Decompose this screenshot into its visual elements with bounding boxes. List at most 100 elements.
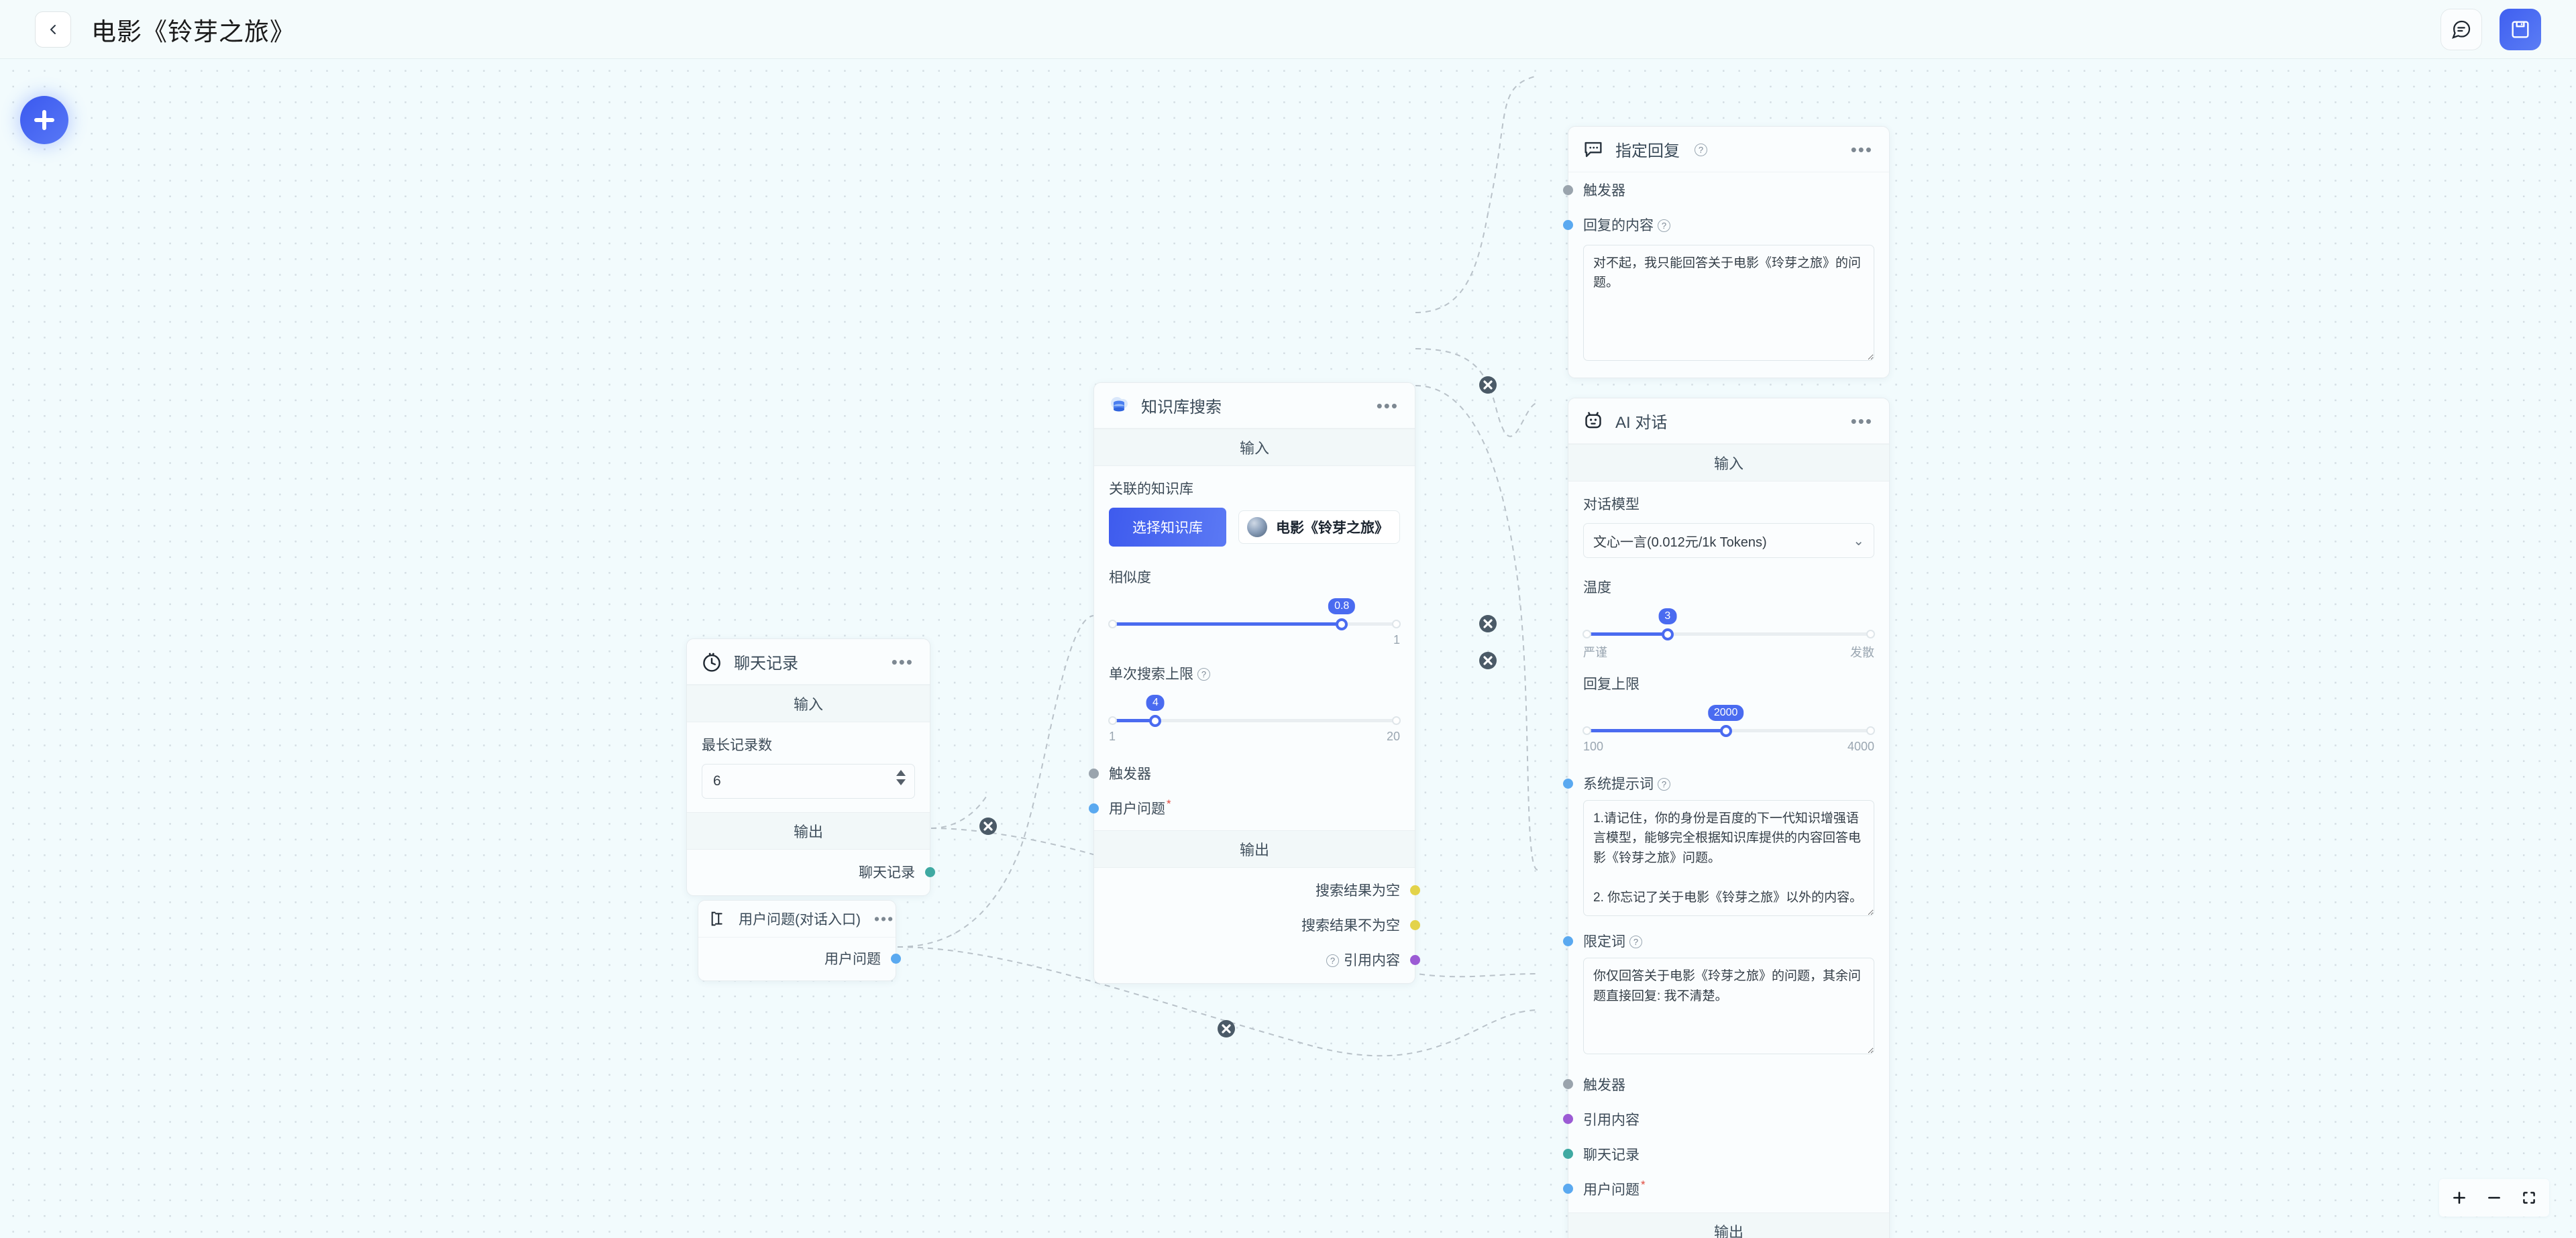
kb-chip-label: 电影《铃芽之旅》 (1276, 520, 1389, 536)
port-reply-content[interactable]: 回复的内容 ? (1563, 207, 1889, 242)
node-header[interactable]: 指定回复 ? ••• (1568, 127, 1889, 172)
slider-max-handle (1866, 726, 1875, 735)
edge-kb-empty-to-reply (1415, 75, 1538, 313)
node-header[interactable]: 知识库搜索 ••• (1094, 383, 1415, 429)
port-dot[interactable] (1563, 778, 1573, 789)
node-menu-button[interactable]: ••• (1850, 410, 1873, 431)
slider-value-bubble: 3 (1658, 608, 1677, 625)
node-menu-button[interactable]: ••• (1376, 395, 1399, 416)
node-header[interactable]: 聊天记录 ••• (687, 639, 930, 685)
help-icon[interactable]: ? (1695, 144, 1707, 156)
chat-button[interactable] (2440, 8, 2482, 50)
slider-knob[interactable] (1661, 628, 1674, 640)
port-system-prompt[interactable]: 系统提示词 ? (1563, 766, 1889, 796)
port-result-nonempty[interactable]: 搜索结果不为空 (1094, 907, 1420, 942)
port-label: 回复的内容 (1583, 218, 1654, 233)
slider-knob[interactable] (1149, 715, 1162, 727)
output-section-label: 输出 (1094, 830, 1415, 868)
port-citation[interactable]: 引用内容 (1563, 1102, 1889, 1137)
back-button[interactable] (35, 11, 71, 48)
slider-track[interactable] (1109, 719, 1400, 722)
limit-words-textarea[interactable] (1583, 958, 1874, 1054)
system-prompt-textarea[interactable] (1583, 800, 1874, 917)
port-limit-words[interactable]: 限定词 ? (1563, 923, 1889, 954)
port-chat-history-out[interactable]: 聊天记录 (687, 850, 935, 895)
port-dot[interactable] (1089, 768, 1099, 779)
help-icon[interactable]: ? (1658, 777, 1670, 791)
temperature-slider[interactable]: 3 严谨 发散 (1582, 608, 1875, 659)
port-dot[interactable] (1563, 1079, 1573, 1090)
slider-track[interactable] (1583, 632, 1874, 636)
port-dot[interactable] (1563, 219, 1573, 230)
port-label: 聊天记录 (859, 865, 915, 881)
node-chat-history[interactable]: 聊天记录 ••• 输入 最长记录数 6 输出 聊天记录 (686, 638, 935, 896)
reply-limit-slider[interactable]: 2000 100 4000 (1582, 705, 1875, 753)
knowledge-base-chip[interactable]: 电影《铃芽之旅》 (1238, 510, 1400, 544)
port-result-empty[interactable]: 搜索结果为空 (1094, 868, 1420, 907)
chevron-down-icon: ⌄ (1853, 533, 1864, 549)
port-citation[interactable]: ? 引用内容 (1094, 942, 1420, 983)
node-menu-button[interactable]: ••• (1850, 139, 1873, 160)
search-limit-slider[interactable]: 4 1 20 (1108, 695, 1401, 743)
port-label: 用户问题 (824, 952, 881, 967)
port-dot[interactable] (1410, 954, 1420, 965)
port-dot[interactable] (1563, 1149, 1573, 1160)
node-menu-button[interactable]: ••• (874, 910, 895, 927)
fit-screen-button[interactable] (2512, 1183, 2546, 1213)
max-records-field[interactable]: 6 (702, 764, 915, 799)
node-title: 知识库搜索 (1141, 398, 1222, 416)
help-icon[interactable]: ? (1326, 954, 1339, 967)
port-dot[interactable] (1410, 919, 1420, 930)
node-user-question[interactable]: 用户问题(对话入口) ••• 用户问题 (698, 900, 901, 981)
port-dot[interactable] (925, 866, 935, 877)
zoom-in-button[interactable] (2442, 1183, 2477, 1213)
node-header[interactable]: 用户问题(对话入口) ••• (698, 901, 896, 938)
port-user-question[interactable]: 用户问题 * (1089, 791, 1415, 830)
quantity-stepper[interactable] (896, 770, 906, 785)
edge-history-stub (930, 796, 987, 829)
slider-fill (1583, 729, 1726, 732)
port-dot[interactable] (891, 953, 901, 964)
port-label: 触发器 (1109, 767, 1151, 782)
select-knowledge-base-button[interactable]: 选择知识库 (1109, 508, 1226, 547)
help-icon[interactable]: ? (1658, 219, 1670, 232)
port-trigger[interactable]: 触发器 (1563, 1067, 1889, 1102)
node-ai-chat[interactable]: AI 对话 ••• 输入 对话模型 文心一言(0.012元/1k Tokens)… (1563, 398, 1890, 1238)
flow-canvas[interactable]: 指定回复 ? ••• 触发器 回复的内容 ? 知 (0, 59, 2576, 1238)
port-dot[interactable] (1563, 184, 1573, 195)
port-trigger[interactable]: 触发器 (1089, 756, 1415, 791)
port-trigger[interactable]: 触发器 (1563, 172, 1889, 207)
node-header[interactable]: AI 对话 ••• (1568, 398, 1889, 444)
port-dot[interactable] (1563, 1114, 1573, 1125)
slider-min-label: 100 (1583, 740, 1604, 753)
node-menu-button[interactable]: ••• (891, 651, 914, 672)
node-specified-reply[interactable]: 指定回复 ? ••• 触发器 回复的内容 ? (1563, 126, 1890, 379)
port-dot[interactable] (1410, 885, 1420, 895)
slider-min-handle (1582, 726, 1591, 735)
similarity-slider[interactable]: 0.8 1 (1108, 598, 1401, 646)
help-icon[interactable]: ? (1629, 935, 1642, 948)
app-header: 电影《铃芽之旅》 (0, 0, 2576, 59)
add-node-button[interactable] (20, 96, 68, 144)
port-dot[interactable] (1563, 936, 1573, 946)
reply-content-textarea[interactable] (1583, 245, 1874, 361)
port-chat-history[interactable]: 聊天记录 (1563, 1137, 1889, 1172)
caret-down-icon[interactable] (896, 779, 906, 785)
port-dot[interactable] (1089, 803, 1099, 813)
node-knowledge-search[interactable]: 知识库搜索 ••• 输入 关联的知识库 选择知识库 电影《铃芽之旅》 相似度 (1089, 382, 1420, 984)
caret-up-icon[interactable] (896, 770, 906, 776)
model-select[interactable]: 文心一言(0.012元/1k Tokens) ⌄ (1583, 523, 1874, 558)
slider-knob[interactable] (1336, 618, 1348, 630)
help-icon[interactable]: ? (1197, 667, 1210, 681)
clock-icon (700, 651, 723, 673)
slider-knob[interactable] (1719, 725, 1732, 737)
model-value: 文心一言(0.012元/1k Tokens) (1593, 534, 1767, 550)
port-dot[interactable] (1563, 1184, 1573, 1194)
port-user-question[interactable]: 用户问题 * (1563, 1172, 1889, 1213)
edge-delete-button (1479, 376, 1497, 394)
save-button[interactable] (2500, 8, 2541, 50)
slider-min-handle (1108, 716, 1117, 725)
search-limit-label: 单次搜索上限 ? (1109, 663, 1400, 683)
port-user-question-out[interactable]: 用户问题 (698, 938, 901, 980)
zoom-out-button[interactable] (2477, 1183, 2512, 1213)
